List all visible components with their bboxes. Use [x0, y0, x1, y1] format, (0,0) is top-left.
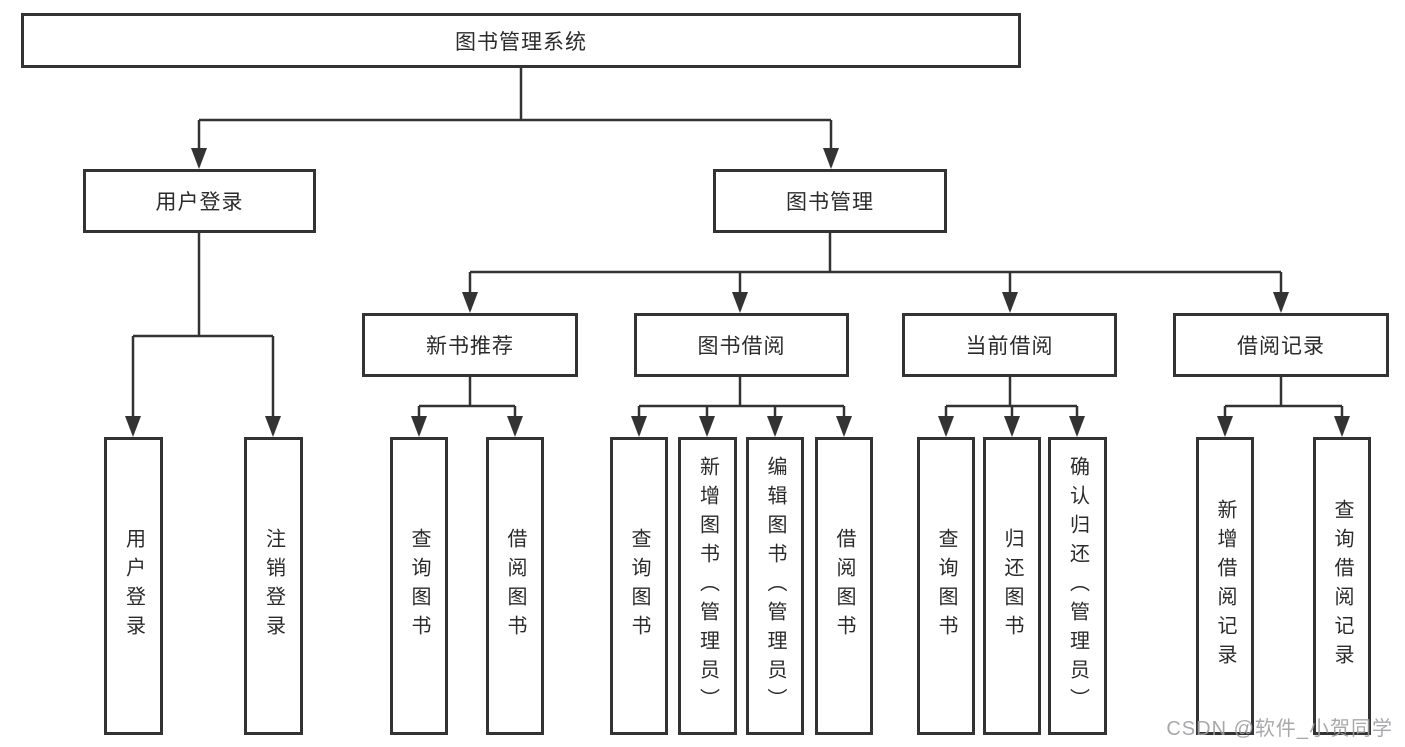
leaf-query-books-current: 查询图书: [917, 437, 975, 735]
leaf-confirm-return-admin: 确认归还（管理员）: [1048, 437, 1107, 735]
node-label: 图书管理: [786, 191, 874, 214]
node-label: 借阅记录: [1237, 335, 1325, 358]
node-label: 用户登录: [122, 528, 145, 644]
leaf-user-login: 用户登录: [104, 437, 163, 735]
node-label: 编辑图书（管理员）: [764, 455, 786, 717]
leaf-query-books-borrowing: 查询图书: [610, 437, 668, 735]
node-label: 图书借阅: [697, 335, 786, 358]
node-label: 借阅图书: [833, 528, 855, 644]
node-label: 查询图书: [935, 528, 957, 644]
leaf-add-books-admin: 新增图书（管理员）: [678, 437, 737, 735]
node-label: 当前借阅: [965, 335, 1054, 358]
leaf-logout: 注销登录: [244, 437, 303, 735]
connector-borrow-records-to-leaves: [1223, 377, 1344, 434]
node-user-login: 用户登录: [83, 169, 316, 233]
node-label: 查询图书: [628, 528, 650, 644]
connector-new-book-rec-to-leaves: [417, 377, 517, 434]
connector-user-login-to-leaves: [131, 233, 275, 434]
node-book-management: 图书管理: [713, 169, 947, 233]
leaf-query-books-recommend: 查询图书: [390, 437, 448, 735]
node-label: 确认归还（管理员）: [1066, 455, 1089, 717]
node-borrowing-records: 借阅记录: [1173, 313, 1389, 377]
leaf-return-books: 归还图书: [983, 437, 1041, 735]
csdn-watermark: CSDN @软件_小贺同学: [1166, 718, 1393, 740]
leaf-borrow-books: 借阅图书: [815, 437, 873, 735]
node-new-book-recommend: 新书推荐: [362, 313, 578, 377]
connector-book-mgmt-to-level3: [468, 233, 1283, 310]
node-label: 借阅图书: [504, 528, 526, 644]
node-label: 查询图书: [408, 528, 430, 644]
node-label: 新书推荐: [426, 335, 514, 358]
node-label: 归还图书: [1001, 528, 1023, 644]
leaf-query-borrow-record: 查询借阅记录: [1313, 437, 1371, 735]
node-label: 新增借阅记录: [1214, 499, 1236, 673]
connector-root-to-level2: [197, 68, 833, 166]
leaf-edit-books-admin: 编辑图书（管理员）: [746, 437, 804, 735]
node-library-management-system: 图书管理系统: [21, 13, 1021, 68]
node-label: 查询借阅记录: [1331, 499, 1353, 673]
node-book-borrowing: 图书借阅: [634, 313, 849, 377]
connector-book-borrow-to-leaves: [637, 377, 846, 434]
node-label: 新增图书（管理员）: [696, 455, 719, 717]
leaf-borrow-books-recommend: 借阅图书: [486, 437, 544, 735]
node-label: 图书管理系统: [455, 30, 587, 54]
node-label: 用户登录: [155, 191, 244, 214]
node-current-borrowing: 当前借阅: [902, 313, 1117, 377]
arrowheads: [125, 148, 1350, 437]
leaf-add-borrow-record: 新增借阅记录: [1196, 437, 1254, 735]
node-label: 注销登录: [262, 528, 285, 644]
